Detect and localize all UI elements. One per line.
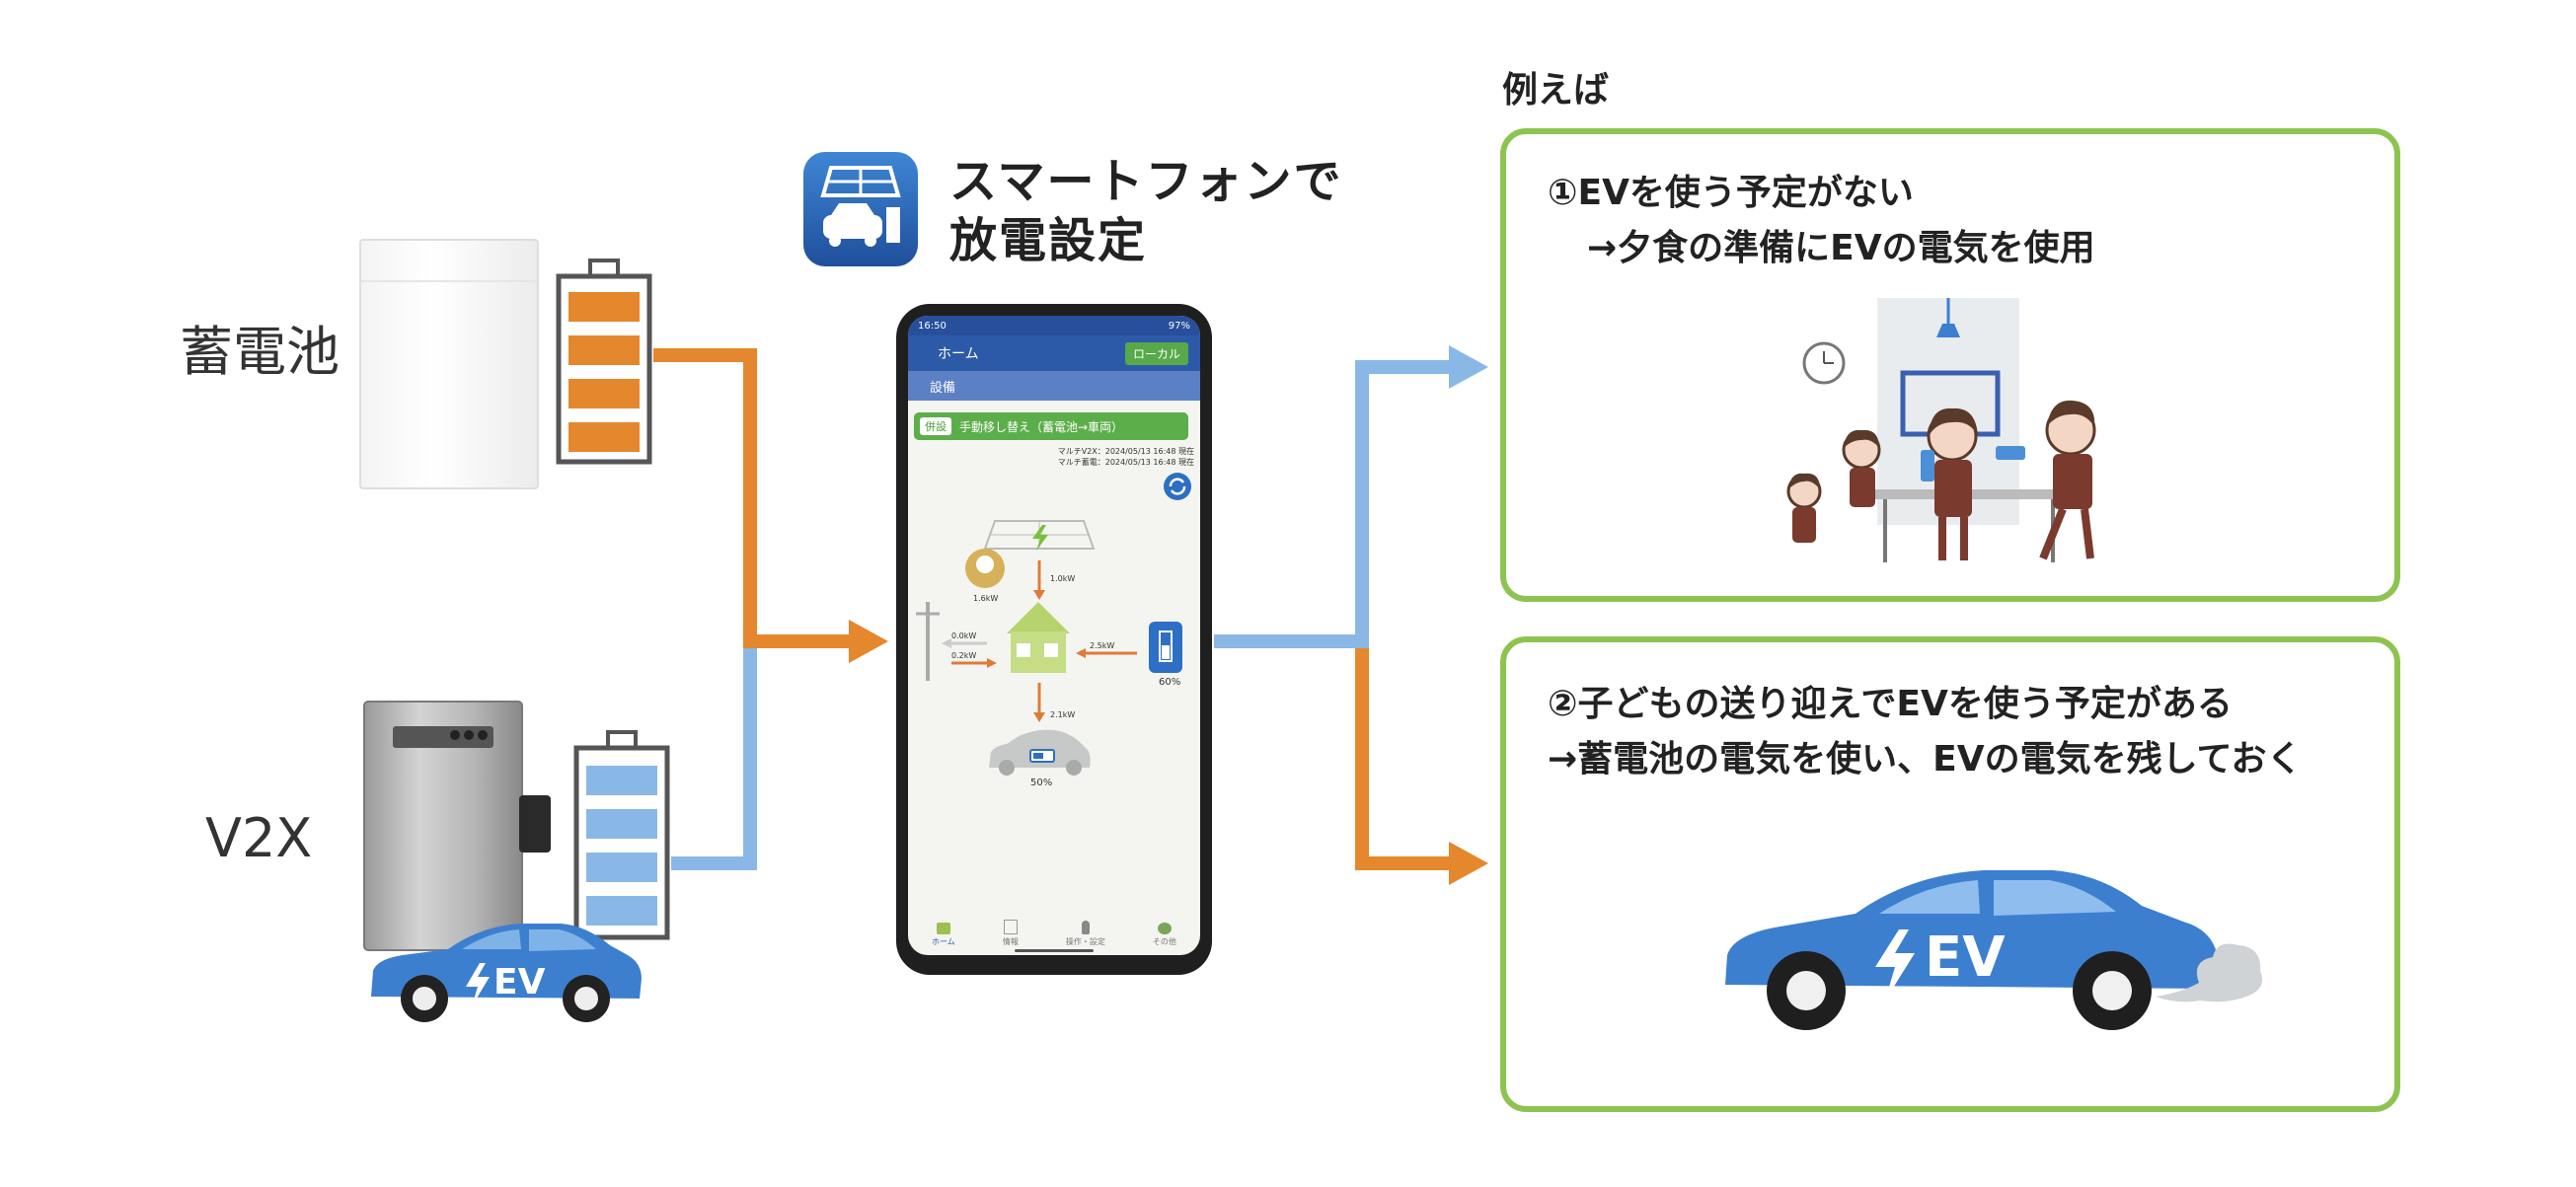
nav-settings-label: 操作・設定	[1065, 937, 1105, 946]
flow-solar-kw: 1.0kW	[1050, 574, 1076, 583]
v2x-charger-unit	[363, 701, 523, 951]
battery-label: 蓄電池	[180, 321, 340, 383]
ev-car-small	[371, 924, 642, 1022]
bottom-nav: ホーム 情報 操作・設定 その他	[908, 908, 1200, 947]
battery-charge-icon-orange	[556, 259, 652, 465]
examples-heading: 例えば	[1502, 70, 1610, 111]
ev-badge-large: EV	[1925, 926, 2006, 990]
case-1-line2: →夕食の準備にEVの電気を使用	[1587, 228, 2095, 268]
app-title: スマートフォンで 放電設定	[949, 152, 1343, 270]
exhaust-cloud	[2156, 943, 2263, 1002]
info-icon	[1003, 920, 1018, 934]
refresh-icon[interactable]	[1163, 472, 1192, 501]
hand-icon	[1081, 921, 1090, 934]
appbar-title: ホーム	[938, 346, 979, 362]
smartphone: 16:50 97% ホーム ローカル 設備 併設 手動移し替え（蓄電池→車両） …	[896, 304, 1212, 975]
nav-home[interactable]: ホーム	[932, 923, 955, 947]
family-dinner-illustration	[1786, 298, 2096, 562]
flow-battery-pct: 60%	[1159, 677, 1181, 688]
app-icon	[803, 152, 918, 266]
home-icon	[936, 923, 950, 934]
v2x-label: V2X	[205, 807, 313, 869]
phone-screen: 16:50 97% ホーム ローカル 設備 併設 手動移し替え（蓄電池→車両） …	[908, 316, 1200, 955]
other-icon	[1157, 923, 1172, 934]
status-battery: 97%	[1168, 320, 1190, 332]
v2x-connector	[519, 795, 551, 853]
flow-light-kw: 1.6kW	[973, 594, 999, 603]
timestamp-1: マルチV2X：2024/05/13 16:48 現在	[1057, 447, 1194, 456]
home-battery-unit	[359, 239, 539, 489]
app-title-line2: 放電設定	[949, 213, 1148, 268]
mode-bar[interactable]: 併設 手動移し替え（蓄電池→車両）	[914, 412, 1188, 440]
nav-other[interactable]: その他	[1153, 923, 1176, 947]
flow-car-kw: 2.1kW	[1050, 710, 1076, 719]
case-2-line1: ②子どもの送り迎えでEVを使う予定がある	[1548, 684, 2233, 724]
status-time: 16:50	[918, 320, 947, 332]
section-bar[interactable]: 設備	[908, 371, 1200, 401]
local-button[interactable]: ローカル	[1124, 341, 1188, 365]
energy-flow-diagram	[916, 520, 1182, 776]
case-1-line1: ①EVを使う予定がない	[1548, 173, 1914, 213]
mode-tag: 併設	[920, 417, 951, 435]
status-bar: 16:50 97%	[908, 316, 1200, 335]
nav-other-label: その他	[1152, 937, 1176, 946]
case-2-line2: →蓄電池の電気を使い、EVの電気を残しておく	[1548, 739, 2303, 779]
flow-battery-kw: 2.5kW	[1090, 641, 1115, 650]
nav-settings[interactable]: 操作・設定	[1066, 921, 1105, 947]
home-indicator	[1015, 949, 1094, 952]
mode-text: 手動移し替え（蓄電池→車両）	[959, 419, 1124, 434]
battery-charge-icon-blue	[573, 730, 670, 940]
ev-badge-small: EV	[493, 962, 546, 1002]
section-label: 設備	[930, 380, 956, 396]
nav-home-label: ホーム	[932, 937, 955, 946]
nav-info-label: 情報	[1002, 937, 1019, 946]
nav-info[interactable]: 情報	[1003, 920, 1019, 947]
app-bar: ホーム ローカル	[908, 335, 1200, 371]
flow-grid-out-kw: 0.0kW	[951, 631, 977, 640]
ev-car-large	[1725, 870, 2217, 1030]
flow-car-pct: 50%	[1030, 778, 1053, 788]
timestamp-2: マルチ蓄電：2024/05/13 16:48 現在	[1057, 458, 1194, 467]
app-title-line1: スマートフォンで	[949, 154, 1343, 209]
flow-grid-in-kw: 0.2kW	[951, 651, 977, 660]
